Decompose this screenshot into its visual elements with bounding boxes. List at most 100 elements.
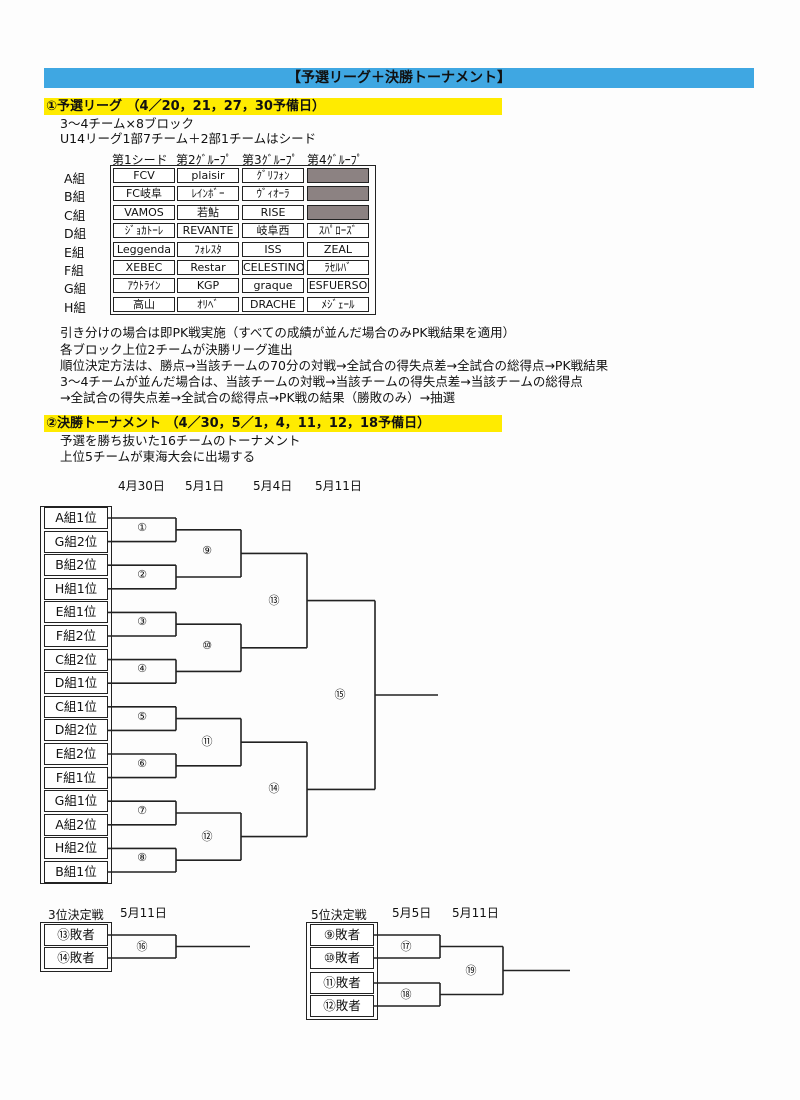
- match-number: ⑥: [137, 756, 147, 770]
- group-team-cell: ｽﾊﾟﾛｰｽﾞ: [307, 223, 369, 239]
- match-number: ⑰: [400, 939, 412, 953]
- section2-line1: 予選を勝ち抜いた16チームのトーナメント: [60, 433, 301, 448]
- group-label: D組: [64, 226, 87, 242]
- match-number: ⑬: [268, 593, 280, 607]
- group-team-cell: plaisir: [177, 168, 239, 183]
- team-box: C組1位: [44, 695, 108, 718]
- group-team-cell: 高山: [113, 296, 175, 312]
- page-title: 【予選リーグ＋決勝トーナメント】: [44, 68, 754, 88]
- team-box: C組2位: [44, 648, 108, 671]
- fifth-place-label: 5位決定戦: [311, 908, 367, 922]
- group-team-cell: ESFUERSO: [307, 278, 369, 294]
- group-team-cell: Restar: [177, 260, 239, 275]
- fifth-place-team: ⑪敗者: [310, 972, 374, 994]
- group-team-cell: CELESTINO: [242, 260, 304, 275]
- fifth-place-team: ⑨敗者: [310, 924, 374, 946]
- match-number: ⑱: [400, 987, 412, 1001]
- group-team-cell: VAMOS: [113, 204, 175, 220]
- date-r3: 5月4日: [253, 479, 293, 493]
- team-box: A組1位: [44, 507, 108, 529]
- team-box: H組1位: [44, 577, 108, 600]
- match-number: ⑪: [201, 735, 213, 749]
- section2-heading: ②決勝トーナメント （4／30，5／1，4，11，12，18予備日）: [44, 415, 502, 432]
- team-box: D組2位: [44, 719, 108, 742]
- match-number: ①: [137, 520, 147, 534]
- fifth-place-team: ⑩敗者: [310, 947, 374, 969]
- match-number: ⑮: [334, 688, 346, 701]
- match-number: ⑯: [136, 939, 148, 953]
- group-team-cell: 岐阜西: [242, 223, 304, 239]
- group-label: B組: [64, 189, 86, 205]
- group-team-cell: ZEAL: [307, 241, 369, 257]
- match-number: ⑧: [137, 851, 147, 865]
- group-team-cell: [307, 186, 369, 202]
- team-box: G組1位: [44, 790, 108, 813]
- group-team-cell: ｸﾞﾘﾌｫﾝ: [242, 168, 304, 183]
- group-team-cell: DRACHE: [242, 296, 304, 312]
- group-team-cell: XEBEC: [113, 260, 175, 275]
- fifth-place-team: ⑫敗者: [310, 995, 374, 1017]
- third-place-team: ⑬敗者: [44, 924, 108, 946]
- group-label: C組: [64, 207, 86, 223]
- team-box: D組1位: [44, 672, 108, 695]
- col-header-3: 第3ｸﾞﾙｰﾌﾟ: [242, 153, 298, 167]
- team-box: H組2位: [44, 837, 108, 860]
- fifth-place-frame: [306, 922, 378, 1020]
- group-team-cell: ｳﾞｨｵｰﾗ: [242, 186, 304, 202]
- match-number: ④: [137, 662, 147, 676]
- group-team-cell: [307, 204, 369, 220]
- match-number: ⑤: [137, 709, 147, 723]
- section1-heading: ①予選リーグ （4／20，21，27，30予備日）: [44, 98, 502, 115]
- date-r4: 5月11日: [315, 479, 362, 493]
- col-header-1: 第1シード: [112, 153, 168, 167]
- group-team-cell: FCV: [113, 168, 175, 183]
- team-list-frame: [40, 506, 112, 884]
- match-number: ③: [137, 615, 147, 629]
- date-r1: 4月30日: [118, 479, 165, 493]
- group-label: E組: [64, 244, 85, 260]
- group-team-cell: ｼﾞｮｶﾄｰﾚ: [113, 223, 175, 239]
- date-r2: 5月1日: [185, 479, 225, 493]
- match-number: ⑭: [268, 782, 280, 796]
- group-team-cell: KGP: [177, 278, 239, 294]
- col-header-4: 第4ｸﾞﾙｰﾌﾟ: [307, 153, 363, 167]
- group-team-cell: ﾗｾﾙﾊﾞ: [307, 260, 369, 275]
- group-team-cell: graque: [242, 278, 304, 294]
- rule-2: 各ブロック上位2チームが決勝リーグ進出: [60, 342, 293, 357]
- rule-4: 3～4チームが並んだ場合は、当該チームの対戦→当該チームの得失点差→当該チームの…: [60, 374, 583, 389]
- match-number: ⑫: [201, 829, 213, 843]
- group-team-cell: 若鮎: [177, 204, 239, 220]
- team-box: G組2位: [44, 530, 108, 553]
- third-place-label: 3位決定戦: [48, 908, 104, 922]
- team-box: B組1位: [44, 861, 108, 883]
- group-label: A組: [64, 171, 86, 186]
- group-team-cell: [307, 168, 369, 183]
- match-number: ⑩: [202, 638, 212, 652]
- team-box: A組2位: [44, 813, 108, 836]
- group-team-cell: Leggenda: [113, 241, 175, 257]
- match-number: ⑦: [137, 804, 147, 817]
- group-team-cell: ﾒｼﾞｪｰﾙ: [307, 296, 369, 312]
- team-box: E組2位: [44, 743, 108, 765]
- group-team-cell: ｱｳﾄﾗｲﾝ: [113, 278, 175, 294]
- match-number: ⑨: [202, 544, 212, 558]
- section1-line2: U14リーグ1部7チーム＋2部1チームはシード: [60, 131, 317, 146]
- fifth-place-date-2: 5月11日: [452, 906, 499, 920]
- match-number: ⑲: [465, 963, 477, 977]
- group-team-cell: ｵﾘﾍﾞ: [177, 296, 239, 312]
- group-team-cell: ISS: [242, 241, 304, 257]
- third-place-frame: [40, 922, 112, 972]
- group-team-cell: ﾌｫﾚｽﾀ: [177, 241, 239, 257]
- group-team-cell: RISE: [242, 204, 304, 220]
- team-box: B組2位: [44, 554, 108, 577]
- group-label: G組: [64, 281, 87, 297]
- section1-line1: 3～4チーム×8ブロック: [60, 116, 194, 131]
- rule-1: 引き分けの場合は即PK戦実施（すべての成績が並んだ場合のみPK戦結果を適用）: [60, 325, 516, 340]
- group-team-cell: REVANTE: [177, 223, 239, 239]
- team-box: F組2位: [44, 625, 108, 647]
- third-place-date: 5月11日: [120, 906, 167, 920]
- group-label: F組: [64, 263, 84, 278]
- rule-5: →全試合の得失点差→全試合の総得点→PK戦の結果（勝敗のみ）→抽選: [60, 390, 456, 405]
